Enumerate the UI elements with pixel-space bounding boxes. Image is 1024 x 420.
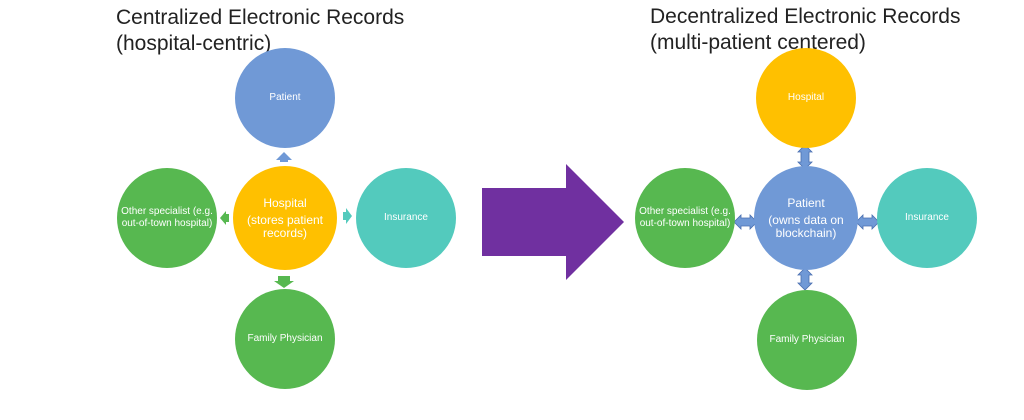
right-patient-sublabel: (owns data on blockchain): [768, 212, 844, 240]
right-patient-hub: Patient (owns data on blockchain): [754, 166, 858, 270]
left-specialist-label: Other specialist (e.g. out-of-town hospi…: [121, 206, 213, 229]
right-insurance-label: Insurance: [905, 212, 949, 223]
decentralized-title-line1: Decentralized Electronic Records: [650, 5, 961, 28]
double-arrow-patient-physician-icon: [797, 267, 813, 291]
right-physician-label: Family Physician: [769, 334, 845, 345]
arrow-up-to-patient-icon: [276, 152, 292, 162]
left-hospital-sublabel: (stores patient records): [246, 212, 324, 240]
right-physician-node: Family Physician: [757, 290, 857, 390]
right-insurance-node: Insurance: [877, 168, 977, 268]
centralized-title: Centralized Electronic Records (hospital…: [116, 5, 404, 57]
arrow-right-to-insurance-icon: [343, 208, 352, 224]
double-arrow-patient-insurance-icon: [855, 214, 880, 230]
centralized-title-line2: (hospital-centric): [116, 32, 272, 55]
arrow-left-to-specialist-icon: [220, 211, 229, 225]
left-hospital-hub: Hospital (stores patient records): [233, 166, 337, 270]
right-patient-label: Patient: [787, 195, 825, 210]
left-insurance-node: Insurance: [356, 168, 456, 268]
right-hospital-label: Hospital: [787, 92, 825, 103]
right-specialist-label: Other specialist (e.g. out-of-town hospi…: [639, 206, 731, 229]
centralized-title-line1: Centralized Electronic Records: [116, 6, 405, 29]
left-patient-label: Patient: [269, 92, 301, 103]
left-insurance-label: Insurance: [384, 212, 428, 223]
left-specialist-node: Other specialist (e.g. out-of-town hospi…: [117, 168, 217, 268]
right-arrow-icon: [482, 164, 624, 280]
left-physician-node: Family Physician: [235, 289, 335, 389]
left-physician-label: Family Physician: [247, 333, 323, 344]
right-hospital-node: Hospital: [756, 48, 856, 148]
left-hospital-label: Hospital: [263, 195, 307, 210]
arrow-down-to-physician-icon: [274, 276, 294, 288]
left-patient-node: Patient: [235, 48, 335, 148]
right-specialist-node: Other specialist (e.g. out-of-town hospi…: [635, 168, 735, 268]
